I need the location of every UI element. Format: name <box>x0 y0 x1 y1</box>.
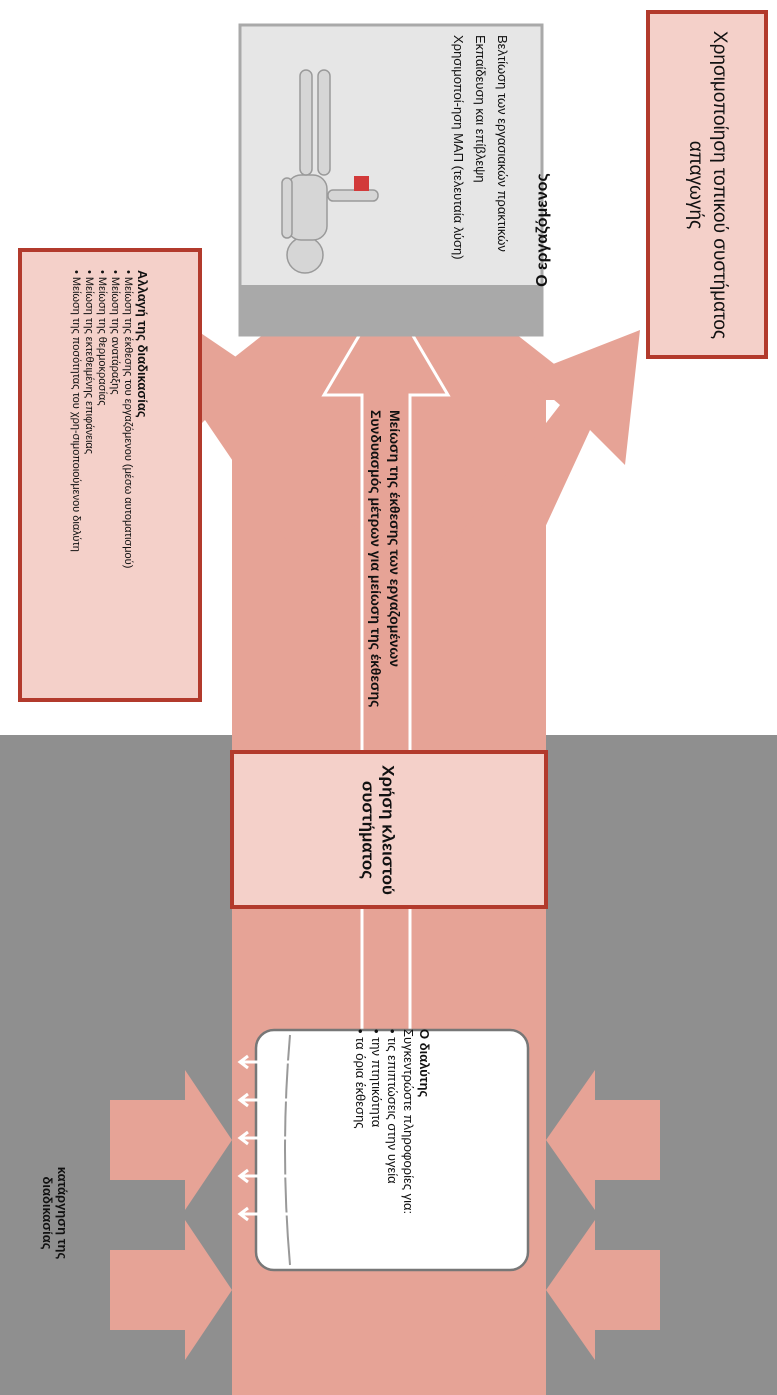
elimination-arrow-left-upper <box>110 1070 232 1210</box>
worker-text: Βελτίωση των εργασιακών πρακτικών Εκπαίδ… <box>400 35 560 285</box>
main-arrow-label: Μείωση της έκθεσης των εργαζομένων Συνδυ… <box>355 410 415 1020</box>
solvent-list: τις επιπτώσεις στην υγεία την πτητικότητ… <box>352 1029 400 1249</box>
process-change-text: Αλλαγή της διαδικασίας Μείωση της έκθεση… <box>35 270 185 680</box>
solvent-intro: Συγκεντρώστε πληροφορίες για: <box>401 1029 416 1215</box>
closed-system-box <box>230 750 548 909</box>
worker-header <box>240 285 542 335</box>
process-change-title: Αλλαγή της διαδικασίας <box>135 270 151 418</box>
worker-line: Βελτίωση των εργασιακών πρακτικών <box>495 35 510 252</box>
elimination-arrow-right-upper <box>546 1070 660 1210</box>
local-exhaust-text: Χρησιμοποίηση τοπικού συστήματος απαγωγή… <box>685 30 730 340</box>
worker-line: Χρησιμοποί-ηση ΜΑΠ (τελευταία λύση) <box>451 35 466 260</box>
process-change-list: Μείωση της έκθεσης του εργαζόμενου (μέσω… <box>70 270 135 680</box>
inner-arrow-outline <box>321 287 451 1034</box>
process-change-item: Μείωση της θερμοκρασίας <box>96 270 109 680</box>
local-exhaust-box <box>646 10 768 359</box>
solvent-item: τα όρια έκθεσης <box>352 1029 368 1249</box>
solvent-item: τις επιπτώσεις στην υγεία <box>384 1029 400 1249</box>
worker-figure <box>281 69 379 274</box>
solvent-title: Ο διαλύτης <box>417 1029 432 1098</box>
elimination-arrow-right-lower <box>546 1220 660 1360</box>
drum-rim <box>284 1034 291 1266</box>
worker-helmet <box>354 176 369 191</box>
solvent-item: την πτητικότητα <box>368 1029 384 1249</box>
process-change-item: Μείωση της ανατάραξης <box>109 270 122 680</box>
branch-arrow-center <box>180 235 600 520</box>
elimination-label-text: κατάργηση της διαδικασίας <box>40 1166 70 1260</box>
elimination-arrow-left-lower <box>110 1220 232 1360</box>
process-change-item: Μείωση της εκτεθειμένης επιφάνειας <box>83 270 96 680</box>
drum-vapor-arrows <box>237 1054 290 1222</box>
process-change-item: Μείωση της έκθεσης του εργαζόμενου (μέσω… <box>122 270 135 680</box>
branch-arrow-right <box>440 330 640 560</box>
local-exhaust-label: Χρησιμοποίηση τοπικού συστήματος απαγωγή… <box>667 30 747 340</box>
solvent-text: Ο διαλύτης Συγκεντρώστε πληροφορίες για:… <box>292 1029 492 1249</box>
main-arrow-line2: Συνδυασμός μέτρων για μείωση της έκθεσης <box>368 410 384 708</box>
worker-line: Εκπαίδευση και επίβλεψη <box>473 35 488 183</box>
elimination-label: κατάργηση της διαδικασίας <box>30 1138 80 1288</box>
main-arrow-line1: Μείωση της έκθεσης των εργαζομένων <box>387 410 403 667</box>
process-change-item: Μείωση της ποσότητας του χρη-σιμοποιούμε… <box>70 270 83 680</box>
